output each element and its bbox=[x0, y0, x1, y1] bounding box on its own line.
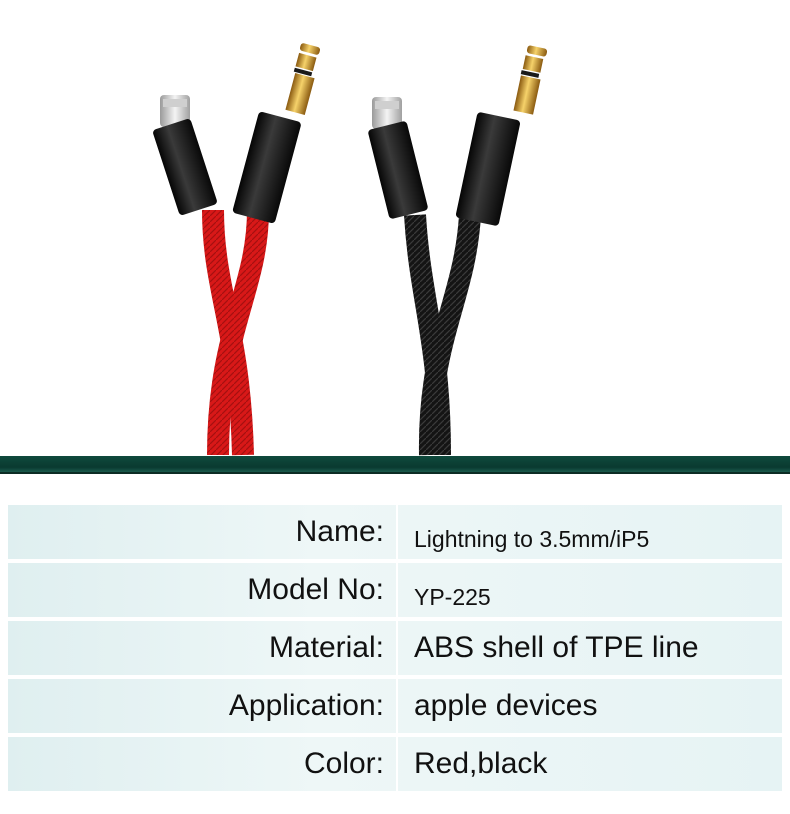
spec-row-color: Color: Red,black bbox=[8, 737, 782, 791]
spec-row-model: Model No: YP-225 bbox=[8, 563, 782, 617]
spec-label: Material: bbox=[8, 621, 398, 675]
spec-label: Color: bbox=[8, 737, 398, 791]
spec-label: Application: bbox=[8, 679, 398, 733]
black-cable bbox=[368, 45, 548, 456]
spec-table: Name: Lightning to 3.5mm/iP5 Model No: Y… bbox=[8, 505, 782, 795]
spec-label: Name: bbox=[8, 505, 398, 559]
display-shelf bbox=[0, 456, 790, 474]
spec-row-name: Name: Lightning to 3.5mm/iP5 bbox=[8, 505, 782, 559]
spec-label: Model No: bbox=[8, 563, 398, 617]
spec-row-material: Material: ABS shell of TPE line bbox=[8, 621, 782, 675]
red-cable bbox=[153, 43, 321, 456]
spec-value: Red,black bbox=[414, 747, 548, 780]
spec-value: Lightning to 3.5mm/iP5 bbox=[414, 525, 650, 552]
spec-value: YP-225 bbox=[414, 583, 491, 610]
spec-row-application: Application: apple devices bbox=[8, 679, 782, 733]
product-image bbox=[153, 43, 548, 456]
cable-illustration bbox=[153, 43, 548, 456]
spec-value: apple devices bbox=[414, 689, 598, 722]
spec-value: ABS shell of TPE line bbox=[414, 631, 699, 664]
